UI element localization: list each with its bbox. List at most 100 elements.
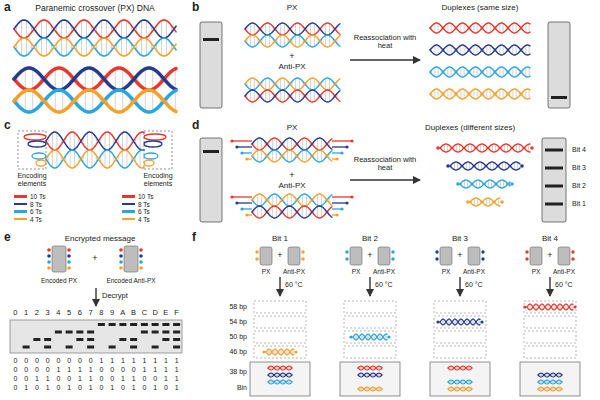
hex-header: 4: [56, 309, 60, 317]
tube-label: PX: [532, 268, 541, 275]
base-pair: [126, 133, 127, 150]
strand: [14, 38, 176, 56]
strand: [450, 162, 520, 170]
strand: [358, 387, 382, 391]
base-pair: [490, 23, 491, 32]
binary-cell: 0: [24, 366, 28, 374]
base-pair: [25, 91, 26, 111]
base-pair: [121, 21, 122, 38]
dye-dot: [47, 248, 51, 252]
base-pair: [295, 23, 296, 34]
size-slot: [344, 346, 396, 358]
base-pair: [21, 39, 22, 56]
base-pair: [141, 21, 142, 38]
binary-cell: 0: [121, 384, 125, 392]
arrow: [350, 59, 420, 60]
binary-cell: 0: [89, 357, 93, 365]
legend-swatch: [122, 195, 135, 198]
base-pair: [109, 133, 110, 150]
binary-cell: 1: [132, 357, 136, 365]
group-label: Encrypted message: [65, 235, 136, 244]
base-pair: [325, 35, 326, 46]
dye-dot: [119, 266, 123, 270]
size-slot: [524, 331, 576, 343]
strand: [245, 23, 340, 35]
strand: [268, 373, 292, 377]
legend-text: 8 Ts: [30, 201, 42, 208]
dye-dot: [391, 257, 394, 260]
base-pair: [280, 78, 281, 89]
dye-dot: [335, 157, 338, 160]
strand: [430, 89, 530, 99]
binary-cell: 0: [67, 357, 71, 365]
duplex: [245, 35, 340, 47]
base-pair: [302, 150, 303, 161]
base-pair: [56, 133, 57, 150]
binary-cell: 0: [121, 366, 125, 374]
legend-text: 8 Ts: [138, 201, 150, 208]
strand: [252, 150, 332, 162]
size-label: 46 bp: [229, 348, 247, 356]
base-pair: [314, 35, 315, 46]
base-pair: [161, 21, 162, 38]
size-label: 50 bp: [229, 333, 247, 341]
panel-letter: d: [192, 119, 199, 132]
base-pair: [92, 91, 93, 111]
base-pair: [52, 133, 53, 150]
base-pair: [471, 144, 472, 151]
duplex: [358, 366, 382, 370]
binary-cell: 1: [121, 357, 125, 365]
strand: [538, 373, 562, 377]
dye-dot: [435, 250, 438, 253]
binary-cell: 1: [110, 357, 114, 365]
duplex: [268, 380, 292, 384]
gel-band: [152, 331, 159, 334]
strand: [430, 23, 530, 33]
group-label: Duplexes (same size): [442, 4, 519, 13]
duplex: [430, 45, 530, 55]
dye-dot: [481, 257, 484, 260]
strand: [358, 366, 382, 370]
hairpin-loop: [144, 134, 166, 140]
strand: [440, 319, 480, 325]
size-slot: [434, 331, 486, 343]
plus-sign: +: [457, 251, 462, 261]
base-pair: [481, 162, 482, 169]
base-pair: [56, 151, 57, 168]
strand-label: PX: [287, 4, 298, 13]
base-pair: [250, 90, 251, 101]
base-pair: [86, 21, 87, 38]
duplex: [430, 89, 530, 99]
base-pair: [261, 194, 262, 205]
base-pair: [115, 91, 116, 111]
base-pair: [447, 23, 448, 32]
dye-dot: [67, 266, 71, 270]
dye-dot: [571, 257, 574, 260]
strand: [538, 387, 562, 391]
hairpin-loop: [36, 160, 46, 166]
base-pair: [46, 21, 47, 38]
base-pair: [517, 162, 518, 169]
binary-cell: 1: [142, 357, 146, 365]
gel-band: [545, 203, 563, 206]
binary-cell: 0: [56, 384, 60, 392]
arrow: [369, 277, 370, 296]
base-pair: [166, 21, 167, 38]
strand: [358, 387, 382, 391]
base-pair: [269, 35, 270, 46]
base-pair: [126, 151, 127, 168]
legend-swatch: [14, 195, 27, 198]
base-pair: [310, 90, 311, 101]
panel-a: [14, 20, 176, 112]
bit-label: Bit 2: [362, 235, 378, 244]
gel-band: [162, 323, 169, 326]
base-pair: [464, 89, 465, 98]
base-pair: [41, 21, 42, 38]
base-pair: [468, 144, 469, 151]
binary-cell: 1: [175, 375, 179, 383]
binary-cell: 1: [164, 357, 168, 365]
base-pair: [257, 150, 258, 161]
duplex: [430, 67, 530, 77]
base-pair: [146, 21, 147, 38]
strand: [448, 366, 472, 370]
